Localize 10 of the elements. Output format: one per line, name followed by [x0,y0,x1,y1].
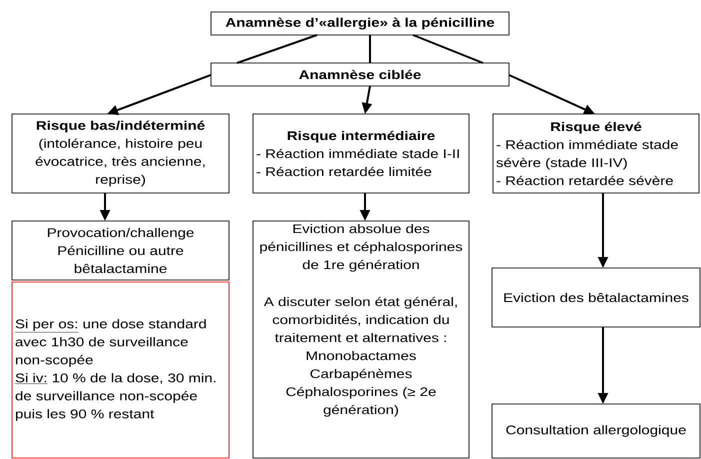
process-box: Provocation/challenge Pénicilline ou autre bêtalactamine [12,220,230,280]
title-box: Anamnèse ciblée [210,62,510,86]
process-box: Consultation allergologique [492,404,700,458]
risk-box: Risque intermédiaire - Réaction immédiate stade I-II - Réaction retardée limitée [252,114,470,194]
instruction-box: Si per os: une dose standard avec 1h30 de surveillance non-scopée Si iv: 10 % de la dose, 30 min. de surveillance non-scopée puis les 90 % restant [12,282,230,458]
process-box: Eviction des bêtalactamines [492,268,700,328]
title-box: Anamnèse d’«allergie» à la pénicilline [210,12,510,36]
process-box: Eviction absolue des pénicillines et céphalosporines de 1re génération A discuter selon état général, comorbidités, indication du traitement et alternatives : Mnonobactames Carbapénèmes Céphalosporines (≥ 2e génération) [252,220,470,458]
risk-box: Risque bas/indéterminé (intolérance, histoire peu évocatrice, très ancienne, reprise) [12,114,230,194]
risk-box: Risque élevé - Réaction immédiate stade sévère (stade III-IV) - Réaction retardée sévère [492,114,700,194]
